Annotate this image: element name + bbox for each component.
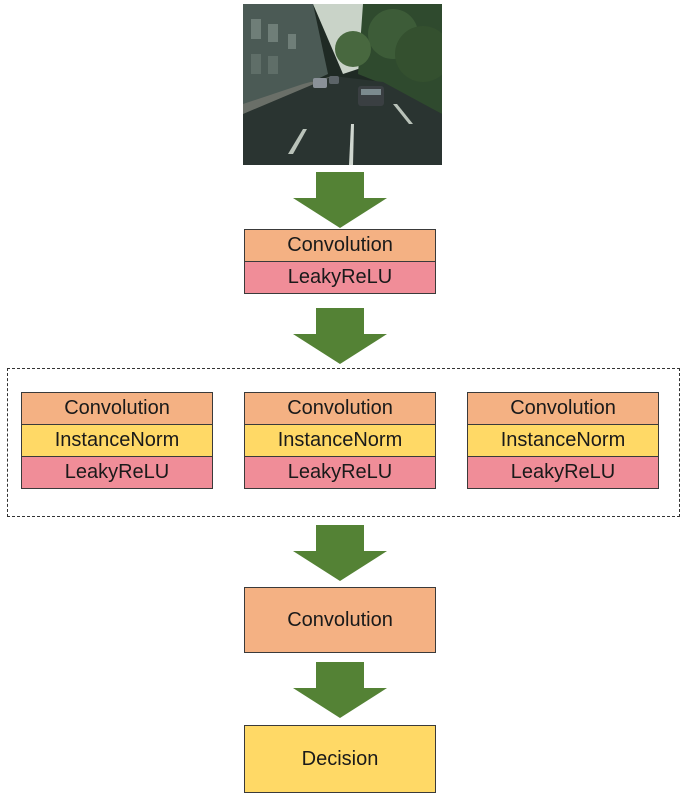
arrow-down-2	[293, 308, 387, 364]
block1-instancenorm: InstanceNorm	[21, 424, 213, 457]
block2-leakyrelu: LeakyReLU	[244, 456, 436, 489]
block3-convolution: Convolution	[467, 392, 659, 425]
block1-leakyrelu: LeakyReLU	[21, 456, 213, 489]
stage1-block: Convolution LeakyReLU	[244, 229, 436, 294]
block3-leakyrelu: LeakyReLU	[467, 456, 659, 489]
repeated-block-1: Convolution InstanceNorm LeakyReLU	[21, 392, 213, 489]
stage1-convolution: Convolution	[244, 229, 436, 262]
repeated-blocks-group	[7, 368, 680, 517]
arrow-down-3	[293, 525, 387, 581]
input-street-image	[243, 4, 442, 165]
decision-output: Decision	[244, 725, 436, 793]
block2-instancenorm: InstanceNorm	[244, 424, 436, 457]
repeated-block-2: Convolution InstanceNorm LeakyReLU	[244, 392, 436, 489]
stage1-leakyrelu: LeakyReLU	[244, 261, 436, 294]
arrow-down-4	[293, 662, 387, 718]
final-convolution: Convolution	[244, 587, 436, 653]
block1-convolution: Convolution	[21, 392, 213, 425]
block3-instancenorm: InstanceNorm	[467, 424, 659, 457]
block2-convolution: Convolution	[244, 392, 436, 425]
repeated-block-3: Convolution InstanceNorm LeakyReLU	[467, 392, 659, 489]
arrow-down-1	[293, 172, 387, 228]
